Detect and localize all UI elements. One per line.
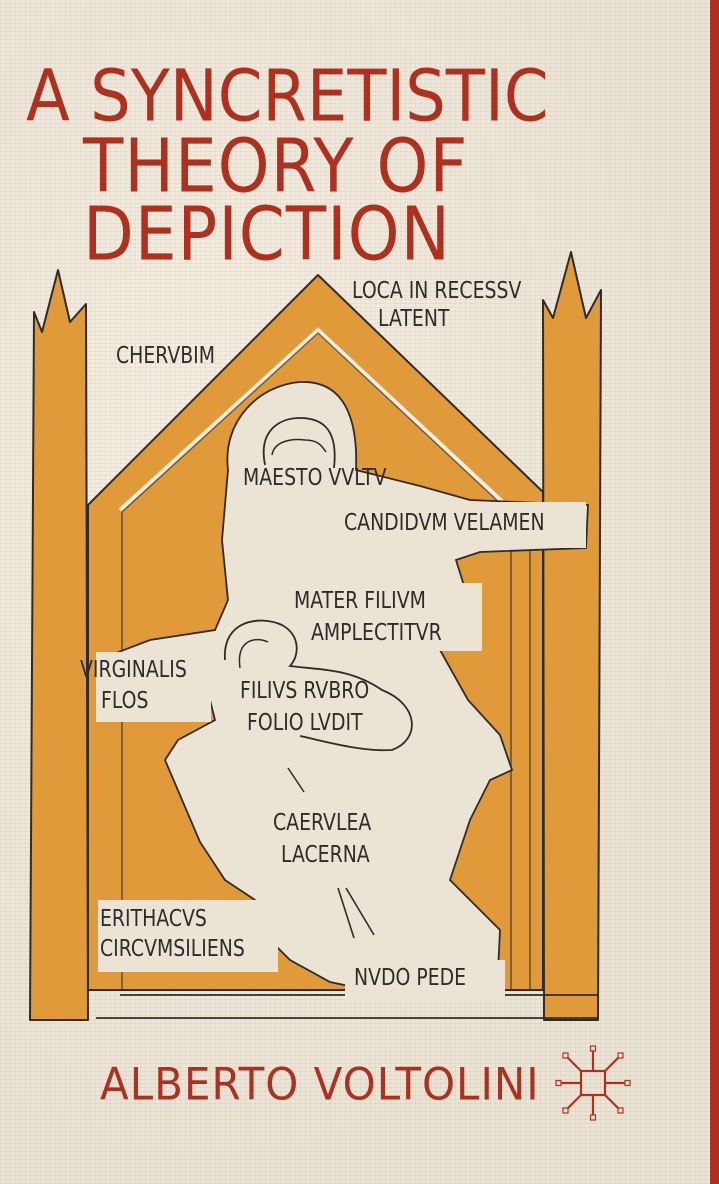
label-cherubim: CHERVBIM xyxy=(116,343,216,369)
label-nudo-pede: NVDO PEDE xyxy=(354,965,467,991)
child-figure xyxy=(224,619,413,752)
label-mater-filium: MATER FILIVM xyxy=(294,588,426,614)
label-lacerna: LACERNA xyxy=(281,842,370,868)
label-folio-ludit: FOLIO LVDIT xyxy=(247,710,363,736)
author-name: ALBERTO VOLTOLINI xyxy=(100,1058,540,1111)
label-latent: LATENT xyxy=(378,306,450,332)
spine-stripe xyxy=(710,0,719,1184)
palgrave-macmillan-logo-icon xyxy=(555,1045,631,1121)
label-candidum-velamen: CANDIDVM VELAMEN xyxy=(344,510,545,536)
label-amplectitur: AMPLECTITVR xyxy=(311,620,442,646)
title-line-3: DEPICTION xyxy=(83,191,451,278)
label-loca-in-recessu: LOCA IN RECESSV xyxy=(352,278,522,304)
label-virginalis: VIRGINALIS xyxy=(80,657,187,683)
label-erithacus: ERITHACVS xyxy=(100,906,207,932)
title-line-1: A SYNCRETISTIC xyxy=(26,55,549,139)
label-caerulea: CAERVLEA xyxy=(273,810,372,836)
label-filius-rubro: FILIVS RVBRO xyxy=(240,678,370,704)
label-maesto-vultu: MAESTO VVLTV xyxy=(243,465,387,491)
right-tower xyxy=(542,251,602,1021)
title-line-2: THEORY OF xyxy=(83,123,469,210)
label-flos: FLOS xyxy=(101,688,149,714)
label-circumsiliens: CIRCVMSILIENS xyxy=(100,936,245,962)
left-tower xyxy=(29,269,89,1021)
